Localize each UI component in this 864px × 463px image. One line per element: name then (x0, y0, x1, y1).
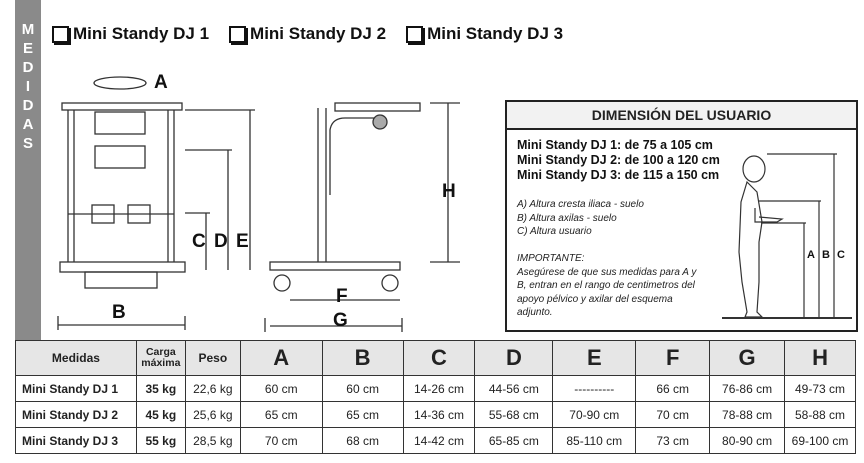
cell: 76-86 cm (709, 375, 786, 402)
cell: Mini Standy DJ 2 (15, 401, 137, 428)
letter: E (22, 40, 33, 57)
side-view-drawing (269, 102, 460, 327)
model-label: Mini Standy DJ 2 (250, 24, 387, 43)
cell: 65-85 cm (474, 427, 554, 454)
cell: 55-68 cm (474, 401, 554, 428)
range-dj1: Mini Standy DJ 1: de 75 a 105 cm (517, 138, 713, 152)
table-row: Mini Standy DJ 3 55 kg 28,5 kg 70 cm 68 … (15, 427, 856, 454)
letter: A (22, 116, 34, 133)
letter: D (22, 97, 34, 114)
human-figure-icon: A B C (722, 153, 852, 319)
cell: 69-100 cm (784, 427, 856, 454)
cell: 70-90 cm (552, 401, 637, 428)
dim-label-e: E (236, 231, 249, 252)
cell: 80-90 cm (709, 427, 786, 454)
cell: 68 cm (321, 427, 404, 454)
model-option-dj3[interactable]: Mini Standy DJ 3 (406, 24, 563, 44)
checkbox-icon[interactable] (229, 25, 247, 43)
cell: 25,6 kg (184, 401, 241, 428)
cell: 28,5 kg (184, 427, 241, 454)
model-options: Mini Standy DJ 1 Mini Standy DJ 2 Mini S… (52, 24, 563, 44)
model-label: Mini Standy DJ 3 (427, 24, 564, 43)
cell: 60 cm (239, 375, 323, 402)
stander-diagrams (57, 76, 460, 332)
col-header: Medidas (15, 340, 137, 376)
table-header-row: Medidas Carga máxima Peso A B C D E F G … (15, 340, 856, 376)
cell: 14-42 cm (402, 427, 476, 454)
model-option-dj1[interactable]: Mini Standy DJ 1 (52, 24, 209, 44)
col-header: D (474, 340, 554, 376)
height-ranges: Mini Standy DJ 1: de 75 a 105 cm Mini St… (517, 138, 720, 183)
note-title: IMPORTANTE: (517, 253, 585, 264)
cell: Mini Standy DJ 1 (15, 375, 137, 402)
specs-table: Medidas Carga máxima Peso A B C D E F G … (15, 340, 856, 454)
dim-label-b: B (112, 302, 126, 323)
cell: 14-36 cm (402, 401, 476, 428)
range-dj2: Mini Standy DJ 2: de 100 a 120 cm (517, 153, 720, 167)
important-note: IMPORTANTE: Asegúrese de que sus medidas… (517, 252, 707, 320)
user-dimension-box: DIMENSIÓN DEL USUARIO Mini Standy DJ 1: … (505, 100, 858, 332)
cell: ---------- (552, 375, 637, 402)
letter: D (22, 59, 34, 76)
cell: 65 cm (321, 401, 404, 428)
table-row: Mini Standy DJ 2 45 kg 25,6 kg 65 cm 65 … (15, 401, 856, 428)
letter: I (25, 78, 31, 95)
cell: 58-88 cm (784, 401, 856, 428)
dim-label-a: A (154, 72, 168, 93)
definition: B) Altura axilas - suelo (517, 212, 617, 224)
dimension-lines (57, 109, 403, 332)
col-header: Peso (184, 340, 241, 376)
cell: 70 cm (239, 427, 323, 454)
model-option-dj2[interactable]: Mini Standy DJ 2 (229, 24, 386, 44)
definition: C) Altura usuario (517, 226, 592, 237)
col-header: B (321, 340, 404, 376)
fig-label-c: C (837, 249, 845, 261)
cell: 45 kg (135, 401, 186, 428)
cell: 78-88 cm (709, 401, 786, 428)
table-row: Mini Standy DJ 1 35 kg 22,6 kg 60 cm 60 … (15, 375, 856, 402)
cell: 55 kg (135, 427, 186, 454)
checkbox-icon[interactable] (406, 25, 424, 43)
checkbox-icon[interactable] (52, 25, 69, 43)
letter: M (21, 21, 35, 38)
fig-label-b: B (822, 249, 830, 261)
cell: 60 cm (321, 375, 404, 402)
col-header: G (709, 340, 786, 376)
dim-label-c: C (192, 231, 206, 252)
cell: 22,6 kg (184, 375, 241, 402)
col-header: Carga máxima (135, 340, 186, 376)
col-header: C (402, 340, 476, 376)
cell: 85-110 cm (552, 427, 637, 454)
side-band (15, 0, 41, 340)
box-title: DIMENSIÓN DEL USUARIO (507, 102, 856, 130)
fig-label-a: A (807, 249, 815, 261)
dim-label-h: H (442, 181, 456, 202)
cell: Mini Standy DJ 3 (15, 427, 137, 454)
dim-label-d: D (214, 231, 228, 252)
measure-definitions: A) Altura cresta iliaca - suelo B) Altur… (517, 198, 644, 239)
range-dj3: Mini Standy DJ 3: de 115 a 150 cm (517, 168, 720, 182)
cell: 49-73 cm (784, 375, 856, 402)
cell: 14-26 cm (402, 375, 476, 402)
dim-label-f: F (336, 286, 348, 307)
dim-label-g: G (333, 310, 348, 331)
note-text: Asegúrese de que sus medidas para A y B,… (517, 266, 697, 319)
cell: 35 kg (135, 375, 186, 402)
letter: S (22, 135, 33, 152)
cell: 66 cm (635, 375, 711, 402)
cell: 44-56 cm (474, 375, 554, 402)
cell: 65 cm (239, 401, 323, 428)
front-view-drawing (58, 76, 186, 326)
col-header: A (239, 340, 323, 376)
col-header: H (784, 340, 856, 376)
cell: 70 cm (635, 401, 711, 428)
model-label: Mini Standy DJ 1 (73, 24, 210, 43)
col-header: F (635, 340, 711, 376)
side-label-medidas: M E D I D A S (15, 20, 41, 153)
definition: A) Altura cresta iliaca - suelo (517, 199, 644, 210)
cell: 73 cm (635, 427, 711, 454)
col-header: E (552, 340, 637, 376)
